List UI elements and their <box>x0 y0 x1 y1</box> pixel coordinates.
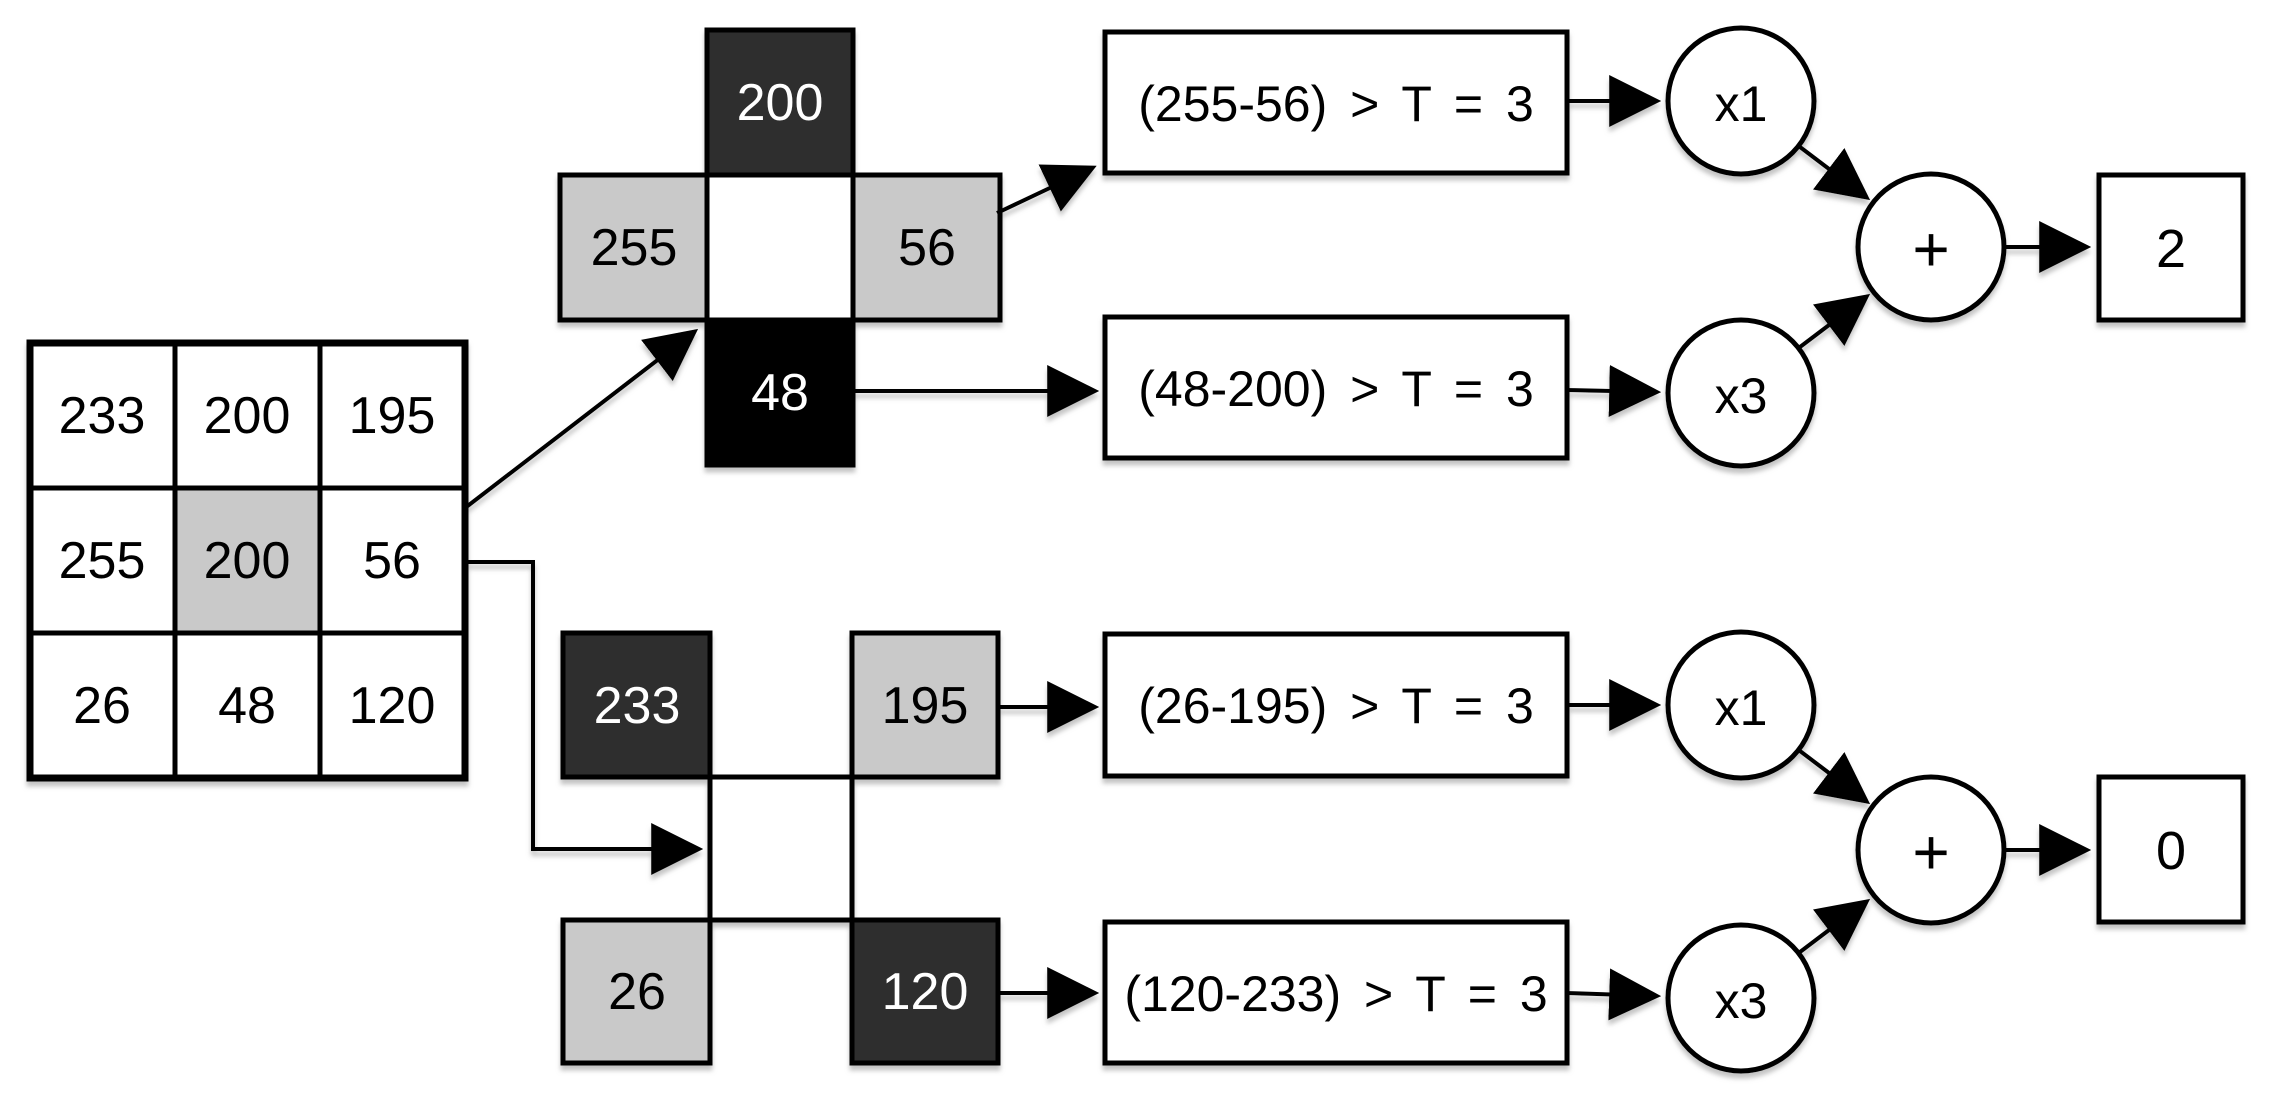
arrow-plus-right-to-compare-top-1 <box>996 164 1097 215</box>
arrow-compare-top-2-to-x3 <box>1566 364 1662 417</box>
arrow-bottom-x1-to-sum <box>1798 749 1871 805</box>
matrix-value-r1c1: 200 <box>204 532 291 590</box>
diagram-shapes <box>26 25 2246 1074</box>
diag-bottomright-cell <box>849 917 1001 1066</box>
arrow-bottom-x3-to-sum <box>1798 898 1871 954</box>
matrix-value-r2c1: 48 <box>218 677 276 735</box>
plus-right-cell <box>850 172 1003 323</box>
diagonal-neighborhood <box>560 630 1001 1066</box>
weight-label-top-x1: x1 <box>1715 76 1768 132</box>
compare-box-bottom-1 <box>1102 631 1570 779</box>
result-box-top <box>2096 172 2246 323</box>
matrix-value-r1c2: 56 <box>363 532 421 590</box>
weight-label-top-x3: x3 <box>1715 368 1768 424</box>
compare-box-top-2 <box>1102 314 1570 461</box>
matrix-cell-r1c2 <box>317 485 468 636</box>
arrow-matrix-to-diagonal-neighborhood <box>465 560 704 875</box>
arrow-top-x3-to-sum <box>1798 293 1871 349</box>
matrix-value-r2c2: 120 <box>349 677 436 735</box>
matrix-value-r1c0: 255 <box>59 532 146 590</box>
diag-bottomleft-value: 26 <box>608 963 666 1021</box>
weight-node-bottom-x1 <box>1665 629 1817 781</box>
compare-text-bottom-1: (26-195) > T = 3 <box>1138 678 1534 734</box>
diag-topright-cell <box>849 630 1001 780</box>
plus-top-value: 200 <box>737 74 824 132</box>
sum-label-bottom: + <box>1912 816 1949 888</box>
result-box-bottom <box>2096 774 2246 925</box>
plus-left-value: 255 <box>591 219 678 277</box>
matrix-value-r2c0: 26 <box>73 677 131 735</box>
weight-label-bottom-x1: x1 <box>1715 680 1768 736</box>
sum-label-top: + <box>1912 213 1949 285</box>
compare-text-top-1: (255-56) > T = 3 <box>1138 76 1534 132</box>
matrix-value-r0c1: 200 <box>204 387 291 445</box>
compare-box-top-1 <box>1102 29 1570 176</box>
compare-box-bottom-2 <box>1102 919 1570 1066</box>
diag-bottomleft-cell <box>560 917 713 1066</box>
matrix-value-r0c2: 195 <box>349 387 436 445</box>
plus-neighborhood <box>557 27 1003 468</box>
diag-center-cell <box>707 774 855 923</box>
compare-text-bottom-2: (120-233) > T = 3 <box>1124 966 1547 1022</box>
diag-topleft-cell <box>560 630 713 780</box>
arrows <box>463 75 2092 1021</box>
diag-bottomright-value: 120 <box>882 963 969 1021</box>
plus-left-cell <box>557 172 710 323</box>
weight-node-top-x3 <box>1665 317 1817 469</box>
diag-topright-value: 195 <box>882 677 969 735</box>
plus-right-value: 56 <box>898 219 956 277</box>
diag-topleft-value: 233 <box>594 677 681 735</box>
weight-label-bottom-x3: x3 <box>1715 973 1768 1029</box>
arrow-compare-bottom-2-to-x3 <box>1566 968 1662 1021</box>
result-value-top: 2 <box>2156 219 2186 279</box>
weight-node-top-x1 <box>1665 25 1817 177</box>
plus-bottom-value: 48 <box>751 364 809 422</box>
matrix-value-r0c0: 233 <box>59 387 146 445</box>
pixel-matrix <box>26 339 469 782</box>
arrow-top-x1-to-sum <box>1798 145 1871 201</box>
weight-node-bottom-x3 <box>1665 922 1817 1074</box>
plus-center-cell <box>704 172 856 323</box>
arrow-matrix-to-plus-neighborhood <box>463 328 699 510</box>
matrix-cell-r2c1 <box>172 630 323 781</box>
diagram-labels: 233 200 195 255 200 56 26 48 120 200 255… <box>59 74 2186 1029</box>
compare-text-top-2: (48-200) > T = 3 <box>1138 361 1534 417</box>
result-value-bottom: 0 <box>2156 821 2186 881</box>
